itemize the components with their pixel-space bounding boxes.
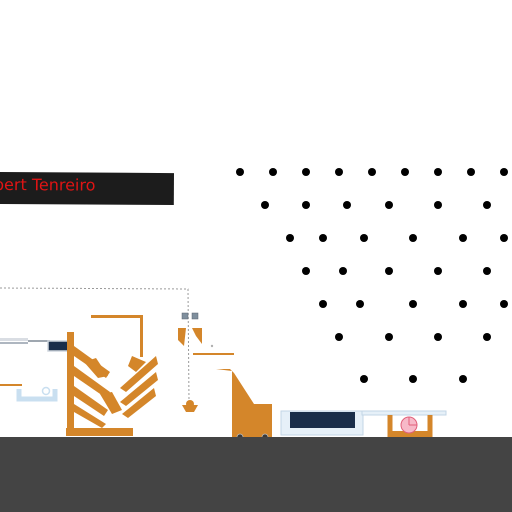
peg: [302, 201, 310, 209]
peg: [434, 333, 442, 341]
peg: [483, 201, 491, 209]
ice-shelf: [361, 410, 447, 416]
peg: [335, 333, 343, 341]
ice-hook-piece[interactable]: [16, 386, 58, 402]
peg: [335, 168, 343, 176]
peg: [236, 168, 244, 176]
ramp-cart[interactable]: [216, 369, 272, 441]
peg-field: [236, 168, 508, 383]
peg: [302, 168, 310, 176]
left-rail: [0, 338, 50, 344]
wood-plank-thin: [193, 353, 234, 355]
peg: [360, 234, 368, 242]
peg: [459, 375, 467, 383]
peg: [261, 201, 269, 209]
peg: [385, 333, 393, 341]
peg: [500, 300, 508, 308]
peg: [483, 267, 491, 275]
peg: [286, 234, 294, 242]
pulley-mechanism[interactable]: [178, 312, 214, 412]
peg: [409, 300, 417, 308]
peg: [339, 267, 347, 275]
peg: [368, 168, 376, 176]
peg: [483, 333, 491, 341]
peg: [343, 201, 351, 209]
peg: [319, 300, 327, 308]
peg: [500, 168, 508, 176]
peg: [269, 168, 277, 176]
peg: [360, 375, 368, 383]
peg: [434, 201, 442, 209]
rope-guide: [0, 287, 190, 403]
peg: [467, 168, 475, 176]
peg: [434, 267, 442, 275]
wood-contraption[interactable]: [66, 315, 158, 436]
peg: [500, 234, 508, 242]
peg: [409, 375, 417, 383]
target-bucket[interactable]: [280, 410, 364, 436]
peg: [356, 300, 364, 308]
peg: [302, 267, 310, 275]
wood-ledge-left: [0, 384, 22, 386]
ball-holder[interactable]: [387, 415, 433, 439]
peg: [459, 234, 467, 242]
peg: [385, 267, 393, 275]
peg: [409, 234, 417, 242]
pink-ball[interactable]: [400, 416, 418, 434]
peg: [401, 168, 409, 176]
small-dark-block: [47, 340, 69, 352]
peg: [319, 234, 327, 242]
peg: [385, 201, 393, 209]
ground: [0, 437, 512, 512]
peg: [459, 300, 467, 308]
peg: [434, 168, 442, 176]
